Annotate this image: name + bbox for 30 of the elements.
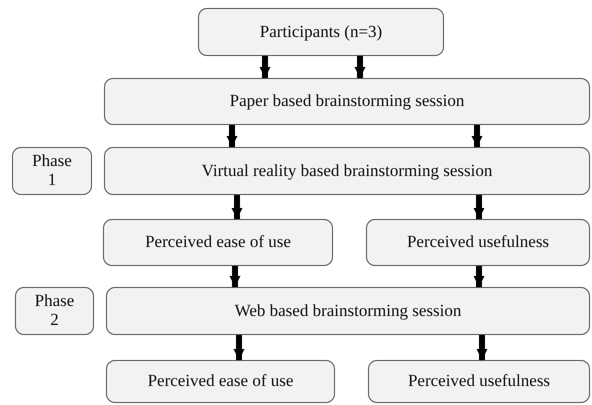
arrow (230, 266, 240, 287)
box-label: Perceived ease of use (144, 233, 292, 252)
process-box (366, 219, 590, 266)
process-box (198, 8, 444, 56)
box-label: Phase 1 (31, 152, 73, 190)
process-box (104, 147, 590, 195)
process-box (104, 78, 590, 125)
box-label: Participants (n=3) (258, 22, 384, 42)
arrow (474, 266, 484, 287)
box-label: Paper based brainstorming session (228, 92, 466, 111)
phase-box (12, 147, 92, 195)
process-box (103, 219, 333, 266)
box-label: Perceived ease of use (146, 372, 294, 391)
box-label: Web based brainstorming session (234, 302, 462, 320)
arrow (476, 335, 488, 360)
arrow (354, 56, 366, 78)
process-box (106, 360, 335, 403)
phase-box (15, 287, 94, 335)
box-label: Virtual reality based brainstorming session (200, 162, 494, 180)
process-box (368, 360, 590, 403)
process-box (106, 287, 590, 335)
arrow (472, 125, 482, 147)
arrow (232, 195, 242, 219)
box-label: Perceived usefulness (406, 233, 550, 252)
box-label: Phase 2 (34, 292, 76, 330)
arrow (226, 125, 238, 147)
arrow (234, 335, 244, 360)
arrow (260, 56, 270, 78)
box-label: Perceived usefulness (406, 372, 552, 391)
arrow (474, 195, 484, 219)
